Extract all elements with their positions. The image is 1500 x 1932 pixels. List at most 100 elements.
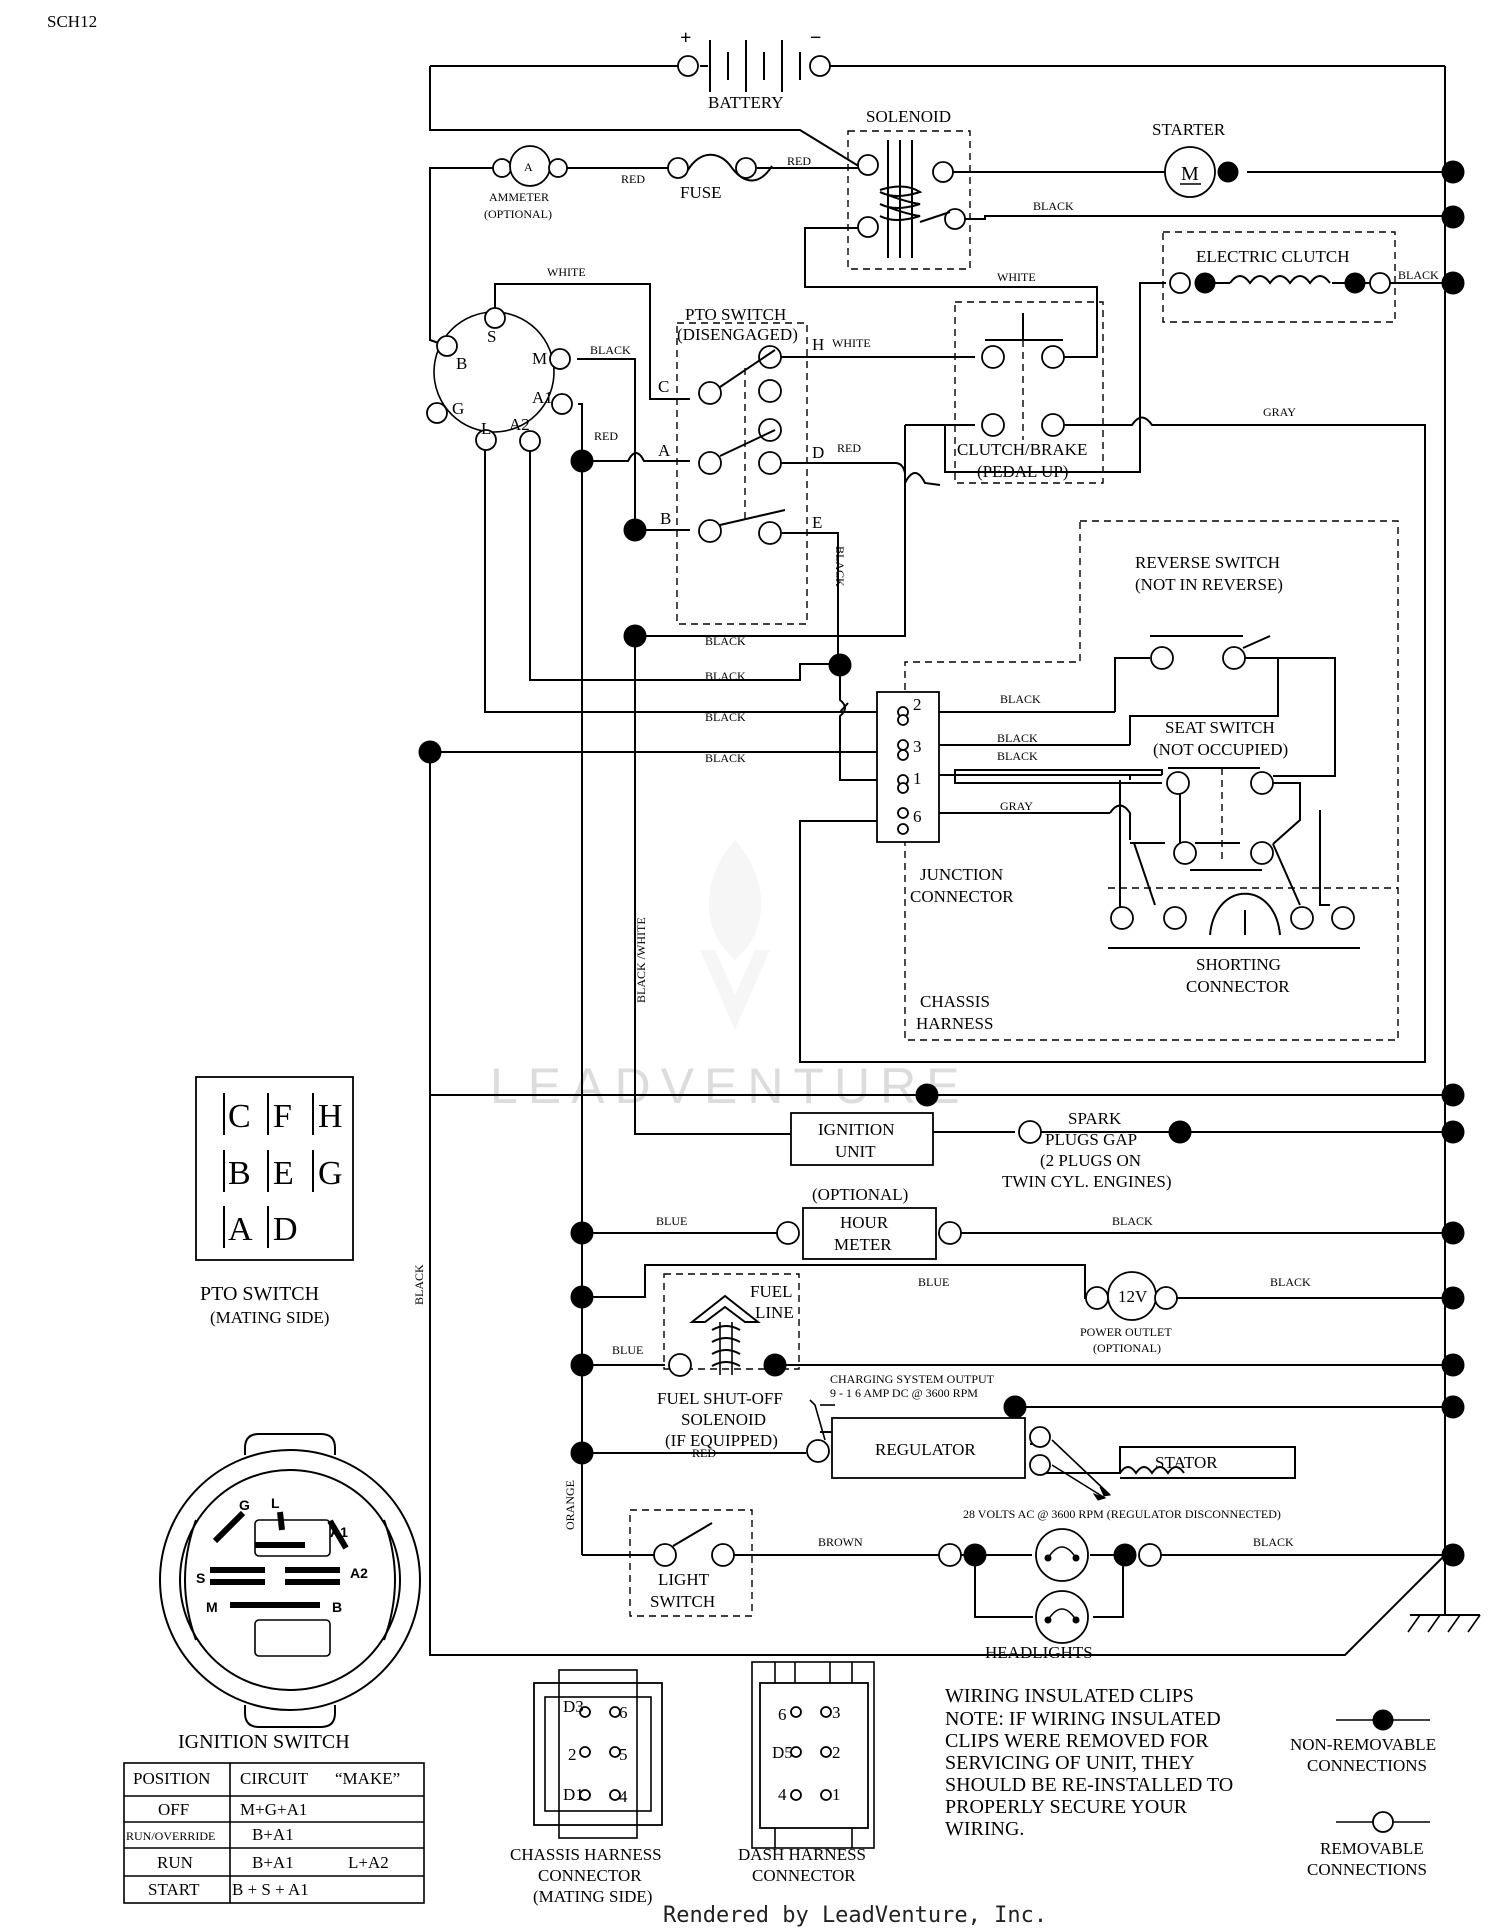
table-row-start-circuit: B + S + A1 [232,1880,309,1899]
ammeter-sub: (OPTIONAL) [484,207,552,221]
junction-pin-2: 2 [913,695,922,714]
wire-black-12: BLACK [412,1264,426,1305]
headlights: HEADLIGHTS [938,1528,1162,1662]
pto-mating-sub: (MATING SIDE) [210,1308,329,1327]
chassis-pin-2: 2 [568,1745,577,1764]
regulator: REGULATOR CHARGING SYSTEM OUTPUT 9 - 1 6… [806,1372,1051,1479]
chassis-pin-4: 4 [619,1787,628,1806]
wire-gray-1: GRAY [1263,405,1296,419]
wire-red-4: RED [837,441,861,455]
wire-black-6: BLACK [705,669,746,683]
dash-connector-l1: DASH HARNESS [738,1845,866,1864]
ign-term-b: B [456,354,467,373]
power-outlet-symbol: 12V [1118,1287,1148,1306]
pto-mating-d: D [273,1211,298,1248]
wire-black-13: BLACK [1112,1214,1153,1228]
light-switch-l2: SWITCH [650,1592,715,1611]
ground-symbol [1407,1555,1481,1633]
hour-meter-opt: (OPTIONAL) [812,1185,908,1204]
wire-red-1: RED [621,172,645,186]
ign-term-a1: A1 [532,388,553,407]
clutch-brake-sub: (PEDAL UP) [977,462,1068,481]
junction-connector-l2: CONNECTOR [910,887,1014,906]
charging-l1: CHARGING SYSTEM OUTPUT [830,1372,995,1386]
spark-plugs-l4: TWIN CYL. ENGINES) [1002,1172,1172,1191]
wire-black-1: BLACK [1033,199,1074,213]
light-switch-l1: LIGHT [658,1570,710,1589]
ignition-switch-label: IGNITION SWITCH [178,1731,350,1753]
chassis-pin-6: 6 [619,1703,628,1722]
wire-black-10: BLACK [997,731,1038,745]
light-switch: LIGHT SWITCH [629,1509,753,1617]
ign-face-b: B [332,1599,342,1615]
chassis-connector-l2: CONNECTOR [538,1866,642,1885]
fuse-label: FUSE [680,183,722,202]
ignition-unit-l1: IGNITION [818,1120,894,1139]
charging-l2: 9 - 1 6 AMP DC @ 3600 RPM [830,1386,978,1400]
wire-black-2: BLACK [1398,268,1439,282]
legend-removable-l2: CONNECTIONS [1307,1860,1427,1879]
dash-pin-2: 2 [832,1743,841,1762]
ign-face-l: L [271,1495,280,1511]
wiring-note: WIRING INSULATED CLIPS NOTE: IF WIRING I… [945,1685,1233,1840]
spark-plugs-l2: PLUGS GAP [1045,1130,1137,1149]
pto-switch-sub: (DISENGAGED) [677,325,798,344]
chassis-pin-d1: D1 [563,1785,584,1804]
electric-clutch-label: ELECTRIC CLUTCH [1196,247,1349,266]
dash-pin-6: 6 [778,1705,787,1724]
note-line-6: WIRING. [945,1818,1024,1840]
wire-white-3: WHITE [832,336,871,350]
fuel-shutoff-solenoid: FUEL LINE FUEL SHUT-OFF SOLENOID (IF EQU… [657,1273,800,1450]
clutch-brake-switch: CLUTCH/BRAKE (PEDAL UP) [954,301,1104,484]
ign-face-s: S [196,1570,205,1586]
note-title: WIRING INSULATED CLIPS [945,1685,1194,1707]
wire-black-4: BLACK [833,546,847,587]
battery-plus: + [680,27,691,49]
wire-red-3: RED [594,429,618,443]
ign-term-s: S [487,327,496,346]
pto-mating-e: E [273,1155,294,1192]
shorting-connector-l1: SHORTING [1196,955,1281,974]
table-header-circuit: CIRCUIT [240,1769,309,1788]
wire-blue-3: BLUE [612,1343,643,1357]
seat-switch: SEAT SWITCH (NOT OCCUPIED) [1153,718,1288,871]
chassis-connector-l3: (MATING SIDE) [533,1887,652,1906]
table-row-override-position: RUN/OVERRIDE [126,1829,215,1843]
shorting-connector-l2: CONNECTOR [1186,977,1290,996]
pto-term-d: D [812,443,824,462]
wire-brown: BROWN [818,1535,863,1549]
spark-plugs: SPARK PLUGS GAP (2 PLUGS ON TWIN CYL. EN… [1002,1109,1192,1191]
chassis-pin-5: 5 [619,1745,628,1764]
fuel-shutoff-l2: SOLENOID [681,1410,766,1429]
stator-label: STATOR [1155,1453,1218,1472]
dash-pin-d5: D5 [772,1743,793,1762]
table-row-run-make: L+A2 [348,1853,389,1872]
solenoid: SOLENOID [847,107,971,270]
dash-connector-l2: CONNECTOR [752,1866,856,1885]
battery: + − BATTERY [677,27,831,112]
wire-red-2: RED [787,154,811,168]
pto-term-c: C [658,377,669,396]
stator: STATOR 28 VOLTS AC @ 3600 RPM (REGULATOR… [963,1439,1281,1521]
pto-switch-mating-side: C F H B E G A D PTO SWITCH (MATING SIDE) [195,1076,354,1327]
footer-credit: Rendered by LeadVenture, Inc. [663,1903,1047,1928]
electric-clutch: ELECTRIC CLUTCH [1162,231,1465,323]
fuel-shutoff-l3: (IF EQUIPPED) [665,1431,778,1450]
ign-face-a2: A2 [350,1565,368,1581]
fuel-line-l2: LINE [755,1303,794,1322]
watermark-text: LEADVENTURE [490,1058,970,1114]
chassis-pin-d3: D3 [563,1697,584,1716]
ignition-unit: IGNITION UNIT [790,1112,934,1166]
pto-term-e: E [812,513,822,532]
ignition-switch-face: G L A1 S A2 M B IGNITION SWITCH [159,1433,421,1753]
pto-mating-c: C [228,1098,251,1135]
wire-black-7: BLACK [705,710,746,724]
table-row-off-position: OFF [158,1800,189,1819]
hour-meter: (OPTIONAL) HOUR METER [776,1185,962,1260]
ignition-table: POSITION CIRCUIT “MAKE” OFF M+G+A1 RUN/O… [123,1762,425,1904]
chassis-harness-region: CHASSIS HARNESS [904,520,1399,1041]
wire-blue-1: BLUE [656,1214,687,1228]
wire-black-11: BLACK [997,749,1038,763]
pto-term-a: A [658,441,671,460]
